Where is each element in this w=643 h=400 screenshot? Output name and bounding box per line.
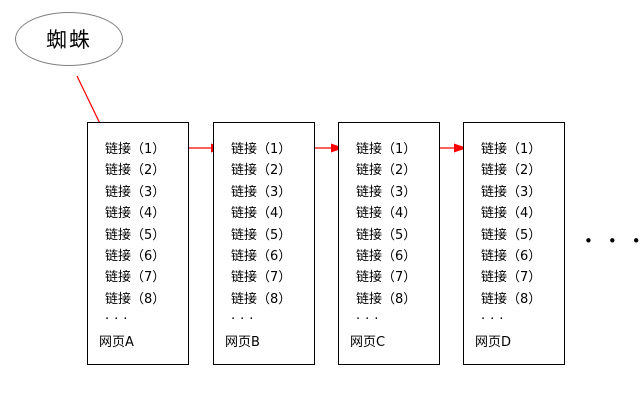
link-item: 链接（1） [105,142,166,157]
continuation-dots: ••• [584,232,641,250]
page-label: 网页C [350,334,386,350]
link-item: 链接（7） [356,270,417,286]
link-item: 链接（1） [231,142,292,157]
page-label: 网页D [475,334,512,350]
ellipsis-text: ... [481,308,509,324]
link-item: 链接（8） [356,291,417,307]
link-item: 链接（6） [231,248,292,264]
link-item: 链接（3） [105,184,166,200]
link-item: 链接（2） [105,163,166,179]
link-item: 链接（4） [105,206,166,222]
page-label: 网页A [99,334,134,350]
ellipsis-text: ... [231,308,259,324]
page-box-d: 链接（1） 链接（2） 链接（3） 链接（4） 链接（5） 链接（6） 链接（7… [463,122,565,365]
link-item: 链接（4） [481,206,542,222]
link-item: 链接（8） [105,291,166,307]
link-item: 链接（8） [231,291,292,307]
page-box-a: 链接（1） 链接（2） 链接（3） 链接（4） 链接（5） 链接（6） 链接（7… [87,122,189,365]
link-item: 链接（2） [481,163,542,179]
link-item: 链接（7） [231,270,292,286]
link-item: 链接（3） [231,184,292,200]
spider-ellipse: 蜘蛛 [15,12,123,66]
link-item: 链接（5） [481,227,542,243]
link-item: 链接（1） [481,142,542,157]
link-item: 链接（5） [105,227,166,243]
link-item: 链接（4） [356,206,417,222]
link-item: 链接（3） [356,184,417,200]
ellipsis-text: ... [105,308,133,324]
ellipsis-text: ... [356,308,384,324]
link-item: 链接（8） [481,291,542,307]
link-item: 链接（6） [481,248,542,264]
link-item: 链接（6） [105,248,166,264]
link-item: 链接（7） [105,270,166,286]
link-item: 链接（1） [356,142,417,157]
spider-label: 蜘蛛 [46,28,92,52]
link-item: 链接（6） [356,248,417,264]
page-box-c: 链接（1） 链接（2） 链接（3） 链接（4） 链接（5） 链接（6） 链接（7… [338,122,440,365]
link-item: 链接（5） [231,227,292,243]
page-label: 网页B [225,334,260,350]
link-item: 链接（2） [231,163,292,179]
link-item: 链接（3） [481,184,542,200]
link-item: 链接（5） [356,227,417,243]
page-box-b: 链接（1） 链接（2） 链接（3） 链接（4） 链接（5） 链接（6） 链接（7… [213,122,315,365]
link-item: 链接（4） [231,206,292,222]
link-item: 链接（7） [481,270,542,286]
link-item: 链接（2） [356,163,417,179]
